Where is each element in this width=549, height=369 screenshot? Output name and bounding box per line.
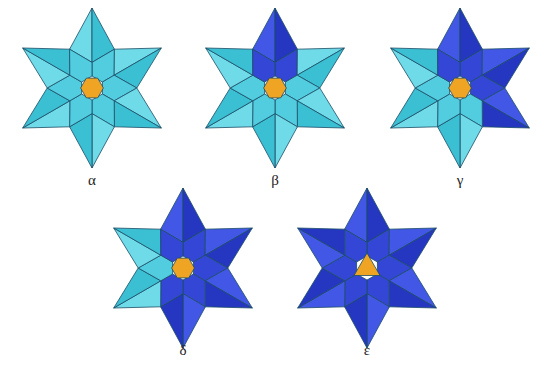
octahedron-face <box>114 88 161 128</box>
octahedron-face <box>345 229 367 262</box>
isomer-label: δ <box>179 343 186 358</box>
isomer-label: α <box>88 173 96 188</box>
octahedron-face <box>367 294 389 348</box>
isomer-label: ε <box>364 343 370 358</box>
octahedron-face <box>482 88 529 128</box>
central-tetrahedron <box>354 253 380 276</box>
octahedron-face <box>114 228 161 268</box>
octahedron-face <box>298 228 345 255</box>
octahedron-face <box>297 88 344 128</box>
octahedron-face <box>297 101 344 128</box>
central-tetrahedron <box>449 78 472 98</box>
octahedron-face <box>183 294 205 348</box>
octahedron-face <box>70 49 92 82</box>
isomer-label: β <box>271 173 279 188</box>
octahedron-face <box>92 114 114 168</box>
octahedron-face <box>391 48 438 88</box>
octahedron-face <box>460 114 482 168</box>
octahedron-face <box>161 229 183 262</box>
central-tetrahedron <box>264 78 287 98</box>
isomer-label: γ <box>457 173 464 188</box>
octahedron-face <box>23 48 70 75</box>
octahedron-face <box>298 228 345 268</box>
octahedron-face <box>438 49 460 82</box>
octahedron-face <box>114 101 161 128</box>
central-tetrahedron <box>81 78 104 98</box>
octahedron-face <box>205 281 252 308</box>
octahedron-face <box>23 48 70 88</box>
octahedron-face <box>391 48 438 75</box>
octahedron-face <box>389 281 436 308</box>
octahedron-face <box>205 268 252 308</box>
octahedron-face <box>275 114 297 168</box>
octahedron-face <box>206 48 253 75</box>
octahedron-face <box>114 228 161 255</box>
octahedron-face <box>253 49 275 82</box>
octahedron-face <box>206 48 253 88</box>
central-tetrahedron <box>172 258 195 278</box>
octahedron-face <box>389 268 436 308</box>
octahedron-face <box>482 101 529 128</box>
